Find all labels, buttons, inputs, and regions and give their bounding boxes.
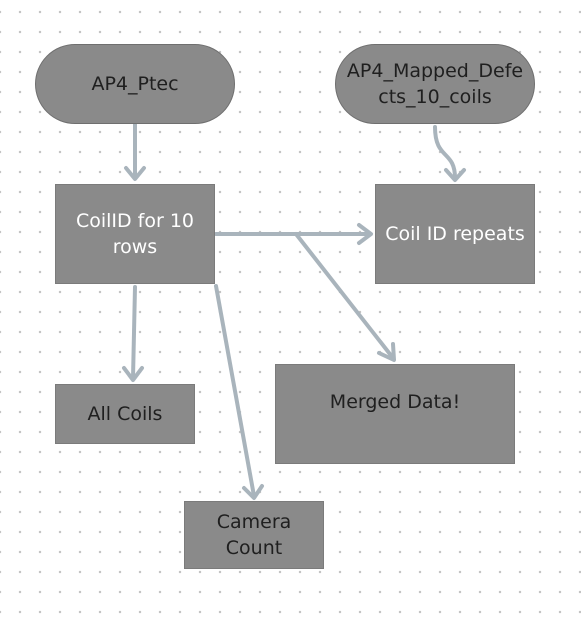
node-all-coils[interactable]: All Coils (55, 384, 195, 444)
node-coilid-for-10-rows[interactable]: CoilID for 10 rows (55, 184, 215, 284)
edge-coilid-to-all-coils-arrowhead (122, 366, 144, 382)
edge-ap4-ptec-to-coilid-arrowhead (124, 166, 146, 181)
node-coilid-for-10-rows-label: CoilID for 10 rows (75, 210, 195, 258)
edge-coilid-to-coil-id-repeats-arrowhead (357, 223, 373, 245)
node-camera-count-label: Camera Count (216, 511, 292, 559)
edge-mapped-defects-to-coil-id-repeats (433, 125, 457, 180)
node-ap4-ptec[interactable]: AP4_Ptec (35, 44, 235, 124)
node-merged-data[interactable]: Merged Data! (275, 364, 515, 464)
node-coil-id-repeats[interactable]: Coil ID repeats (375, 184, 535, 284)
node-ap4-ptec-label: AP4_Ptec (91, 73, 179, 95)
node-camera-count[interactable]: Camera Count (184, 501, 324, 569)
edge-coilid-to-merged-data-arrowhead (377, 342, 396, 362)
edge-coilid-to-camera-count (214, 284, 256, 498)
edge-mapped-defects-to-coil-id-repeats-arrowhead (444, 168, 466, 182)
node-ap4-mapped-defects-10-coils[interactable]: AP4_Mapped_Defe cts_10_coils (335, 44, 535, 124)
node-coil-id-repeats-label: Coil ID repeats (385, 223, 525, 245)
edge-coilid-to-camera-count-arrowhead (242, 484, 264, 500)
node-ap4-mapped-defects-10-coils-label: AP4_Mapped_Defe cts_10_coils (346, 60, 524, 108)
node-merged-data-label: Merged Data! (329, 391, 461, 413)
edge-coilid-to-all-coils (131, 285, 137, 380)
node-all-coils-label: All Coils (87, 403, 163, 425)
